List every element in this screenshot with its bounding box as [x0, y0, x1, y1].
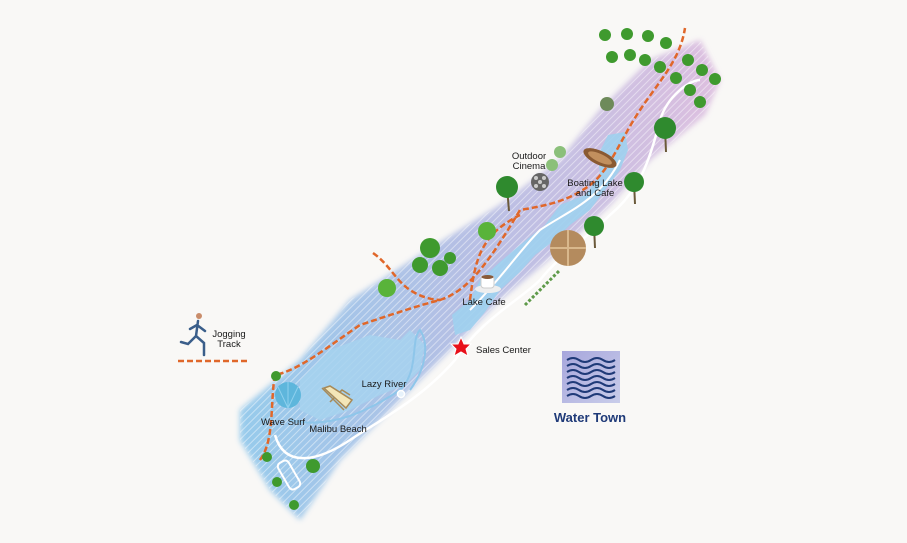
umbrella-icon [550, 230, 586, 266]
shell-icon [275, 382, 301, 409]
jogging-track-label-2[interactable]: Track [217, 339, 241, 350]
lazy-river [289, 328, 427, 424]
boat-icon [583, 148, 617, 168]
boating-lake-water [452, 132, 628, 335]
lazy-river-label[interactable]: Lazy River [362, 379, 407, 390]
waves-icon [566, 357, 616, 399]
malibu-beach-label[interactable]: Malibu Beach [309, 424, 367, 435]
lake-cafe-label[interactable]: Lake Cafe [462, 297, 505, 308]
walkway [273, 78, 701, 460]
outdoor-cinema-label-2[interactable]: Cinema [513, 161, 546, 172]
brand-label: Water Town [554, 410, 626, 425]
jogging-track-path [178, 27, 687, 461]
boating-lake-label-1[interactable]: Boating Lake [567, 178, 622, 189]
coffee-cup-icon [475, 275, 501, 293]
palm-trees [496, 117, 676, 307]
deck-chair-icon [321, 385, 354, 411]
star-icon [449, 335, 473, 358]
wave-surf-label[interactable]: Wave Surf [261, 417, 305, 428]
pool-outline [276, 459, 302, 491]
water-town-logo [562, 351, 620, 403]
walkway-north [469, 159, 621, 311]
outdoor-cinema-label-1[interactable]: Outdoor [512, 151, 546, 162]
sales-center-label[interactable]: Sales Center [476, 345, 531, 356]
film-reel-icon [531, 173, 549, 191]
runner-icon [179, 313, 207, 357]
path-node [396, 389, 406, 399]
boating-lake-label-2[interactable]: and Cafe [576, 188, 615, 199]
jogging-track-label-1[interactable]: Jogging [212, 329, 245, 340]
trees [262, 28, 721, 510]
